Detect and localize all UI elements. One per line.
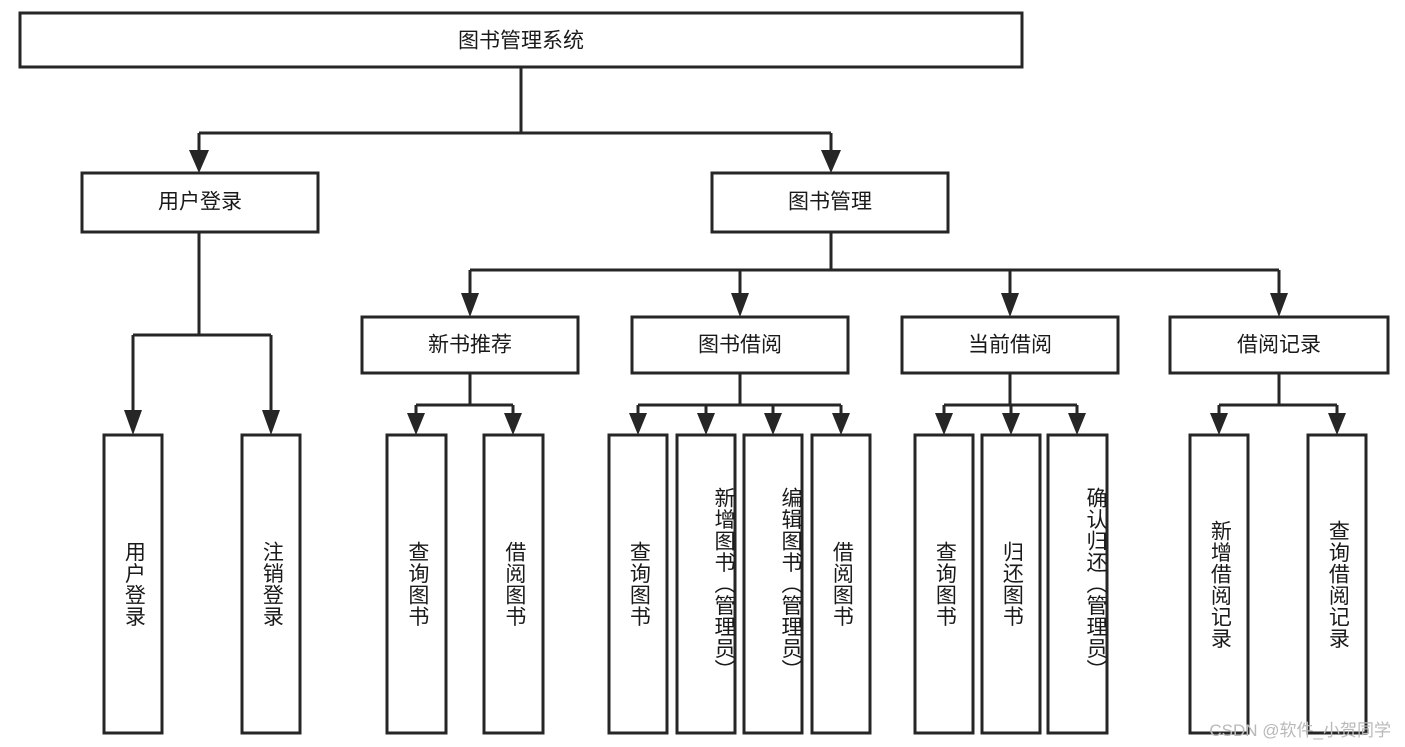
arrow-head-icon [504,413,522,435]
node-new-book-rec[interactable]: 新书推荐 [360,315,580,375]
arrow-head-icon [1270,293,1288,317]
node-label-user-login: 用户登录 [158,191,242,214]
arrow-head-icon [262,410,280,435]
node-box-root[interactable] [18,11,1024,69]
connector-root-to-level2 [189,67,841,173]
node-label-root: 图书管理系统 [458,30,584,53]
arrow-head-icon [189,150,209,173]
node-box-leaf-borrow-book-2[interactable] [810,433,872,735]
node-box-leaf-confirm-return[interactable] [1046,433,1109,735]
connector-current-borrow-children [935,373,1086,435]
node-box-leaf-query-record[interactable] [1306,433,1368,735]
arrow-head-icon [1002,413,1020,435]
arrow-head-icon [1328,413,1346,435]
node-label-current-borrow: 当前借阅 [968,334,1052,357]
arrow-head-icon [629,413,647,435]
node-user-login[interactable]: 用户登录 [80,171,320,234]
node-book-borrow[interactable]: 图书借阅 [630,315,850,375]
arrow-head-icon [731,293,749,317]
node-box-leaf-logout[interactable] [240,433,302,735]
arrow-head-icon [1068,413,1086,435]
connector-user-login-children [124,232,280,435]
arrow-head-icon [832,413,850,435]
arrow-head-icon [407,413,425,435]
node-box-leaf-edit-book[interactable] [742,433,804,735]
node-box-leaf-add-book[interactable] [675,433,737,735]
node-box-leaf-query-book-2[interactable] [607,433,669,735]
arrow-head-icon [697,413,715,435]
node-current-borrow[interactable]: 当前借阅 [900,315,1120,375]
node-box-leaf-user-login[interactable] [102,433,164,735]
connector-new-book-rec-children [407,373,522,435]
node-box-user-login[interactable] [80,171,320,234]
node-label-book-borrow: 图书借阅 [698,334,782,357]
arrow-head-icon [1210,413,1228,435]
node-box-new-book-rec[interactable] [360,315,580,375]
arrow-head-icon [821,150,841,173]
node-label-book-manage: 图书管理 [788,191,872,214]
node-label-borrow-record: 借阅记录 [1237,334,1321,357]
node-box-leaf-query-book-1[interactable] [385,433,448,735]
node-box-book-manage[interactable] [710,171,950,234]
connector-book-manage-children [461,232,1288,317]
node-box-leaf-borrow-book-1[interactable] [482,433,545,735]
node-box-leaf-add-record[interactable] [1188,433,1250,735]
arrow-head-icon [124,410,142,435]
arrow-head-icon [1001,293,1019,317]
connector-book-borrow-children [629,373,850,435]
node-book-manage[interactable]: 图书管理 [710,171,950,234]
arrow-head-icon [764,413,782,435]
node-box-borrow-record[interactable] [1168,315,1390,375]
arrow-head-icon [935,413,953,435]
node-root[interactable]: 图书管理系统 [18,11,1024,69]
node-label-new-book-rec: 新书推荐 [428,334,512,357]
csdn-watermark: CSDN @软件_小贺同学 [1209,721,1391,740]
connector-borrow-record-children [1210,373,1346,435]
node-box-leaf-return-book[interactable] [980,433,1042,735]
arrow-head-icon [461,293,479,317]
node-borrow-record[interactable]: 借阅记录 [1168,315,1390,375]
node-box-current-borrow[interactable] [900,315,1120,375]
node-box-leaf-query-book-3[interactable] [913,433,975,735]
node-box-book-borrow[interactable] [630,315,850,375]
